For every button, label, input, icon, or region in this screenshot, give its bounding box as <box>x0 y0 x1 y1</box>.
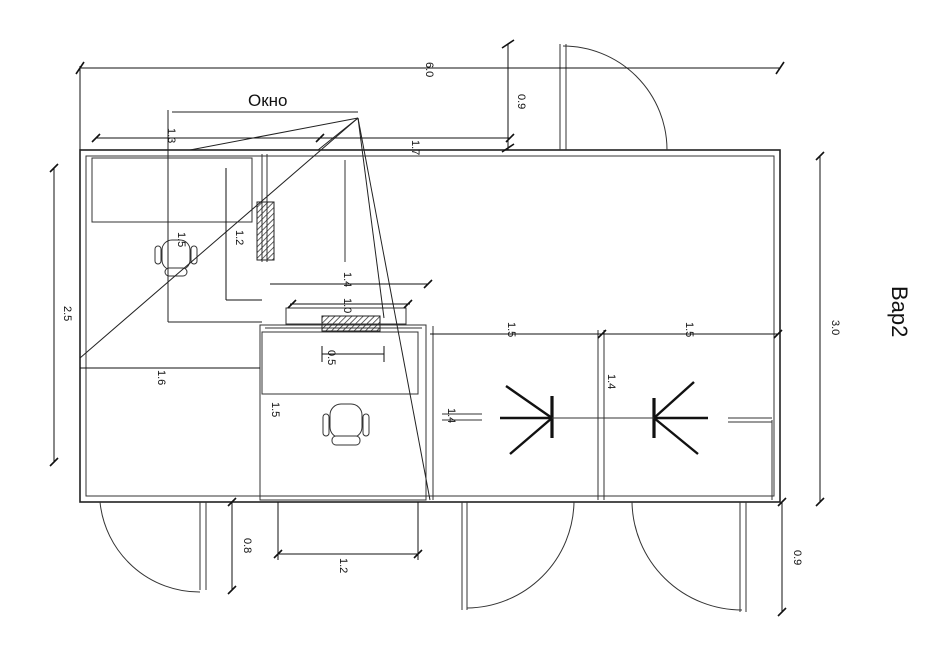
dim-6-0: 6.0 <box>423 62 435 77</box>
dim-1-2-desk: 1.2 <box>233 230 245 245</box>
window-sightlines <box>79 110 431 501</box>
dim-1-5-corridor-b: 1.5 <box>683 322 695 337</box>
turnstile-left <box>500 385 554 455</box>
dim-0-9-bottom: 0.9 <box>791 550 803 565</box>
dim-1-5-corridor-a: 1.5 <box>505 322 517 337</box>
dim-1-5-desk: 1.5 <box>175 232 187 247</box>
dim-1-4-a: 1.4 <box>445 408 457 423</box>
dim-0-9-top: 0.9 <box>515 94 527 109</box>
cabinet-hatched-left <box>256 201 275 261</box>
dim-0-8: 0.8 <box>241 538 253 553</box>
door-bottom-left <box>99 501 207 593</box>
desk-top-left <box>91 157 253 223</box>
chair-center <box>322 403 370 446</box>
dim-1-3: 1.3 <box>165 128 177 143</box>
dim-2-5: 2.5 <box>61 306 73 321</box>
outer-walls <box>79 149 781 503</box>
window-label: Окно <box>248 91 288 110</box>
dim-3-0: 3.0 <box>829 320 841 335</box>
dim-1-6: 1.6 <box>155 370 167 385</box>
furniture <box>91 157 419 395</box>
variant-label: Вар2 <box>887 286 912 337</box>
interior-partitions <box>259 154 773 501</box>
dim-1-4-mid: 1.4 <box>341 272 353 287</box>
desk-center <box>261 331 419 395</box>
dim-1-5-room: 1.5 <box>269 402 281 417</box>
door-top <box>559 44 668 151</box>
dim-1-2-door: 1.2 <box>337 558 349 573</box>
dim-0-5: 0.5 <box>325 350 337 365</box>
dimension-lines <box>49 39 825 617</box>
turnstile-right <box>552 381 708 455</box>
chair-left <box>154 239 198 277</box>
small-table <box>285 307 407 325</box>
door-bottom-center <box>461 501 575 610</box>
dim-1-7: 1.7 <box>409 140 421 155</box>
dim-1-0: 1.0 <box>341 298 353 313</box>
door-bottom-right <box>631 501 747 612</box>
dim-1-4-b: 1.4 <box>605 374 617 389</box>
